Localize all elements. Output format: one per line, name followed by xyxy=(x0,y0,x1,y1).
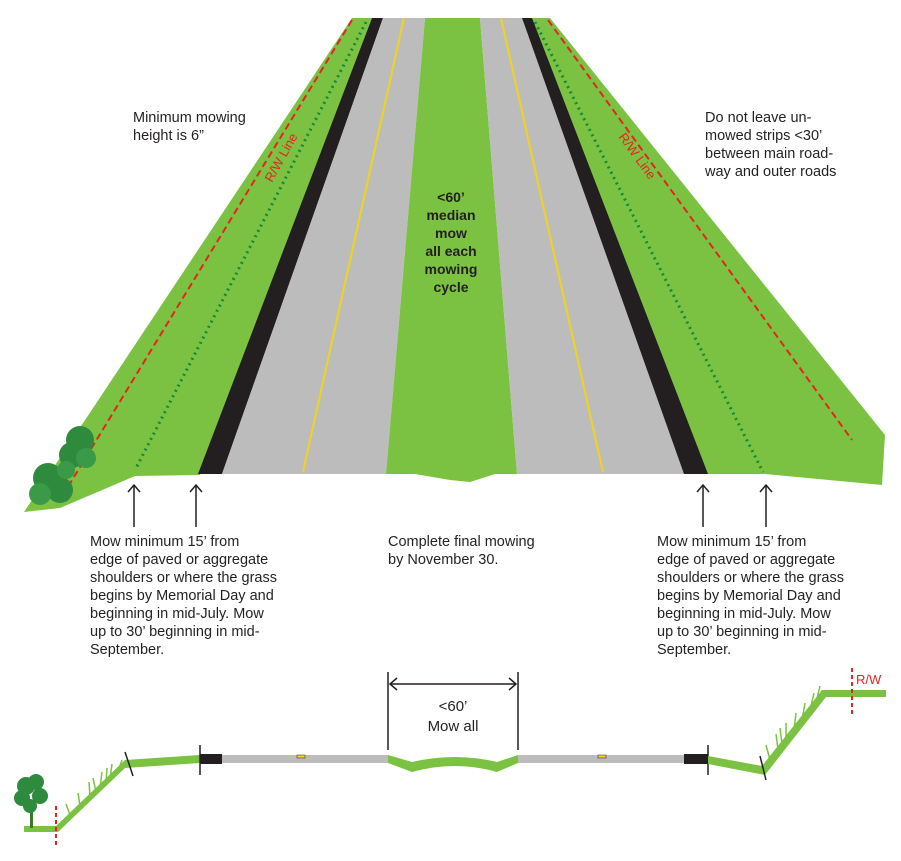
note-final-mowing: Complete final mowing by November 30. xyxy=(388,534,535,568)
right-center-line xyxy=(500,17,604,473)
left-shoulder xyxy=(198,18,383,474)
cross-section-right-pavement xyxy=(518,755,684,763)
note-mow-minimum-right: Mow minimum 15’ from edge of paved or ag… xyxy=(657,534,844,658)
note-minimum-mowing-height: Minimum mowing height is 6” xyxy=(133,110,246,144)
cross-section-left-slope xyxy=(24,755,200,832)
cross-section-rw-label: R/W xyxy=(856,672,882,687)
arrow-up-icon xyxy=(127,483,773,527)
right-grass-area xyxy=(528,18,885,485)
cross-section-right-slope xyxy=(708,690,886,775)
median-dimension-label: <60’ Mow all xyxy=(427,698,479,735)
cross-section-left-pavement xyxy=(222,755,388,763)
cross-section-right-shoulder xyxy=(684,754,708,764)
right-shoulder xyxy=(522,18,708,474)
tree-icon xyxy=(14,774,48,828)
right-lanes-pavement xyxy=(480,18,684,474)
note-median-mow: <60’ median mow all each mowing cycle xyxy=(424,189,478,295)
note-unmowed-strips: Do not leave un- mowed strips <30’ betwe… xyxy=(705,110,837,180)
median-grass xyxy=(386,18,517,482)
note-mow-minimum-left: Mow minimum 15’ from edge of paved or ag… xyxy=(90,534,277,658)
grass-tufts-left xyxy=(65,759,123,816)
shrub-icon xyxy=(29,426,96,505)
left-lanes-pavement xyxy=(222,18,425,474)
left-mow-line xyxy=(133,21,368,471)
cross-section-median xyxy=(388,755,518,772)
cross-section-left-shoulder xyxy=(200,754,222,764)
right-rw-line xyxy=(547,19,853,441)
grass-tufts-right xyxy=(765,685,821,761)
left-center-line xyxy=(302,17,405,473)
left-grass-area xyxy=(24,18,372,512)
median-width-arrow xyxy=(388,677,518,691)
left-rw-line xyxy=(59,19,353,501)
right-mow-line xyxy=(533,21,765,473)
